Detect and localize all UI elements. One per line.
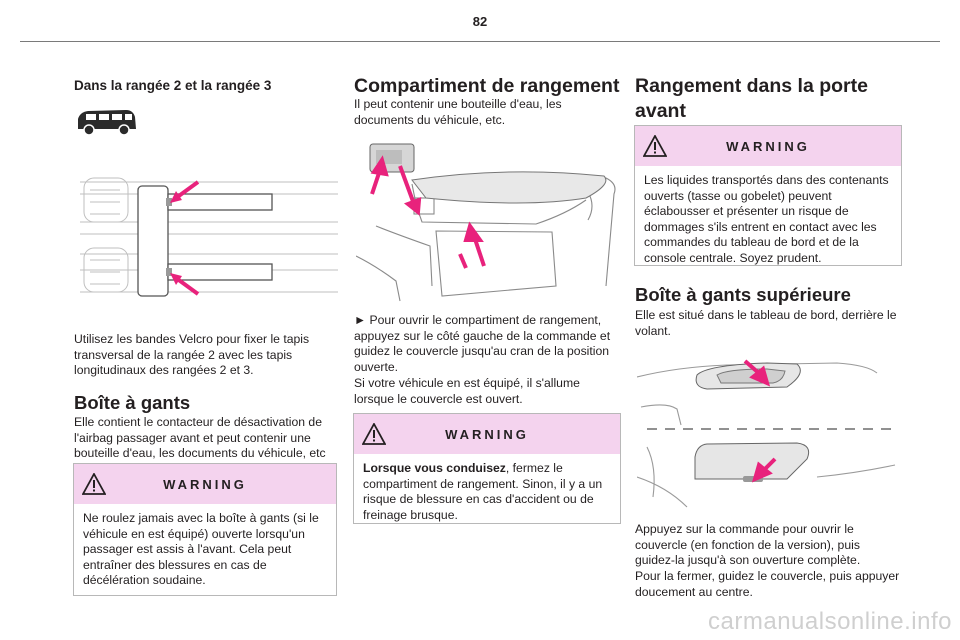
door-storage-heading-line2: avant [635, 100, 686, 122]
glovebox-paragraph: Elle contient le contacteur de désactiva… [74, 415, 326, 461]
warning-header: WARNING [635, 126, 901, 166]
warning-title: WARNING [445, 426, 529, 442]
warning-text: Les liquides transportés dans des conten… [644, 173, 889, 265]
upper-glovebox-instruction: Appuyez sur la commande pour ouvrir le c… [635, 522, 861, 568]
page-number: 82 [472, 14, 488, 29]
warning-header: WARNING [74, 464, 336, 504]
warning-text: Ne roulez jamais avec la boîte à gants (… [83, 511, 319, 588]
upper-glovebox-paragraph: Elle est situé dans le tableau de bord, … [635, 308, 897, 338]
van-silhouette-icon [78, 110, 136, 136]
warning-header: WARNING [354, 414, 620, 454]
watermark: carmanualsonline.info [708, 608, 952, 635]
warning-triangle-icon [362, 423, 386, 445]
storage-compartment-heading: Compartiment de rangement [354, 75, 620, 97]
warning-text: Lorsque vous conduisez, fermez le compar… [354, 454, 620, 529]
storage-intro: Il peut contenir une bouteille d'eau, le… [354, 97, 562, 127]
warning-triangle-icon [643, 135, 667, 157]
warning-rest: , fermez le compartiment de rangement. S… [363, 461, 603, 522]
warning-box-door: WARNING Les liquides transportés dans de… [634, 125, 902, 266]
warning-title: WARNING [726, 138, 810, 154]
row-heading: Dans la rangée 2 et la rangée 3 [74, 78, 272, 93]
warning-bold-lead: Lorsque vous conduisez [363, 461, 506, 475]
floor-mats-illustration [80, 177, 338, 297]
velcro-paragraph: Utilisez les bandes Velcro pour fixer le… [74, 332, 310, 378]
warning-triangle-icon [82, 473, 106, 495]
upper-glovebox-illustration [637, 359, 896, 508]
upper-glovebox-note: Pour la fermer, guidez le couvercle, pui… [635, 569, 900, 599]
upper-glovebox-heading: Boîte à gants supérieure [635, 284, 851, 305]
warning-title: WARNING [163, 476, 247, 492]
header-divider [20, 41, 940, 42]
door-storage-heading-line1: Rangement dans la porte [635, 75, 868, 97]
storage-note: Si votre véhicule en est équipé, il s'al… [354, 376, 580, 406]
storage-instruction: ► Pour ouvrir le compartiment de rangeme… [354, 313, 611, 374]
storage-compartment-illustration [356, 143, 616, 302]
glovebox-heading: Boîte à gants [74, 392, 191, 413]
warning-box-storage: WARNING Lorsque vous conduisez, fermez l… [353, 413, 621, 524]
warning-box-glovebox: WARNING Ne roulez jamais avec la boîte à… [73, 463, 337, 596]
